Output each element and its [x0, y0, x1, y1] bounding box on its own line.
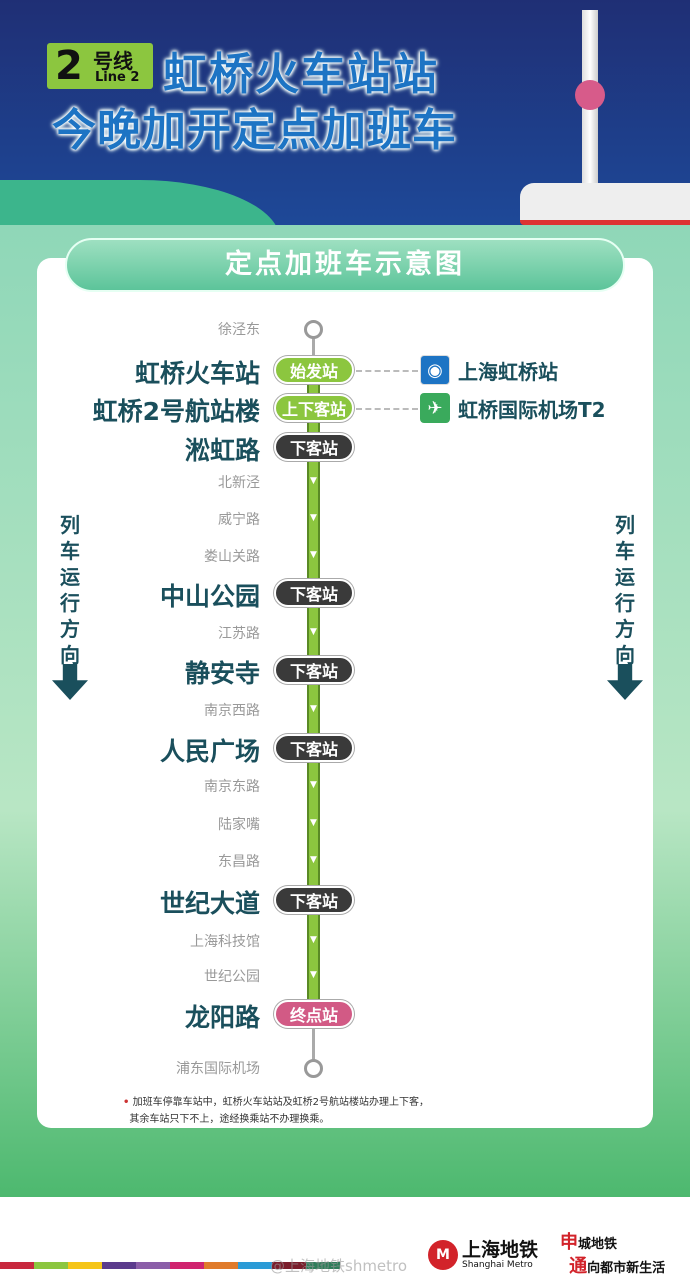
station-name: 陆家嘴 [218, 817, 260, 833]
station-tag: 终点站 [274, 1000, 354, 1028]
diagram-title-banner: 定点加班车示意图 [65, 238, 625, 292]
note-line: 加班车停靠车站中，虹桥火车站站及虹桥2号航站楼站办理上下客， [132, 1097, 429, 1108]
station-tag: 下客站 [274, 579, 354, 607]
station-name: 虹桥2号航站楼 [92, 397, 260, 426]
stripe-segment [0, 1262, 34, 1269]
station-tag: 下客站 [274, 433, 354, 461]
direction-chevron-icon: ▼ [310, 550, 317, 560]
stripe-segment [238, 1262, 272, 1269]
direction-chevron-icon: ▼ [310, 970, 317, 980]
slogan: 申城地铁 通向都市新生活 [560, 1232, 665, 1280]
transfer-hongqiao-railway: ◉ 上海虹桥站 [420, 355, 558, 385]
terminal-circle-icon [304, 320, 323, 339]
slogan-text: 城地铁 [578, 1237, 618, 1252]
airplane-icon: ✈ [420, 393, 450, 423]
stripe-segment [170, 1262, 204, 1269]
direction-label-left: 列车运行方向 [60, 513, 80, 667]
station-name: 龙阳路 [184, 1003, 260, 1032]
slogan-char: 申 [560, 1232, 578, 1253]
transfer-connector [356, 370, 418, 372]
station-name: 娄山关路 [204, 549, 260, 565]
watermark: @上海地铁shmetro [270, 1257, 408, 1275]
metro-train-icon [520, 183, 690, 225]
station-name: 威宁路 [218, 512, 260, 528]
slogan-text: 向都市新生活 [587, 1261, 666, 1276]
direction-chevron-icon: ▼ [310, 704, 317, 714]
station-name: 上海科技馆 [190, 934, 260, 950]
station-name: 人民广场 [159, 737, 260, 766]
line-segment-end [312, 1014, 315, 1066]
direction-label-right: 列车运行方向 [615, 513, 635, 667]
line-number: 2 [55, 43, 83, 89]
station-tag: 始发站 [274, 356, 354, 384]
station-tag: 下客站 [274, 656, 354, 684]
service-line [307, 370, 320, 1014]
station-name: 世纪大道 [159, 889, 260, 918]
railway-icon: ◉ [420, 355, 450, 385]
direction-chevron-icon: ▼ [310, 513, 317, 523]
transfer-hongqiao-airport: ✈ 虹桥国际机场T2 [420, 393, 606, 423]
stripe-segment [306, 1262, 340, 1269]
line-segment-start [312, 338, 315, 370]
direction-chevron-icon: ▼ [310, 818, 317, 828]
station-name: 徐泾东 [218, 322, 260, 338]
line-badge: 2 号线 Line 2 [47, 43, 153, 89]
service-note: • 加班车停靠车站中，虹桥火车站站及虹桥2号航站楼站办理上下客， 其余车站只下不… [123, 1097, 429, 1125]
stripe-segment [34, 1262, 68, 1269]
station-tag: 上下客站 [274, 394, 354, 422]
station-name: 北新泾 [218, 475, 260, 491]
station-name: 江苏路 [218, 626, 260, 642]
stripe-segment [204, 1262, 238, 1269]
stripe-segment [272, 1262, 306, 1269]
logo-cn: 上海地铁 [462, 1238, 539, 1261]
station-name: 淞虹路 [184, 436, 260, 465]
direction-chevron-icon: ▼ [310, 780, 317, 790]
station-name: 浦东国际机场 [176, 1061, 260, 1077]
diagram-title: 定点加班车示意图 [225, 249, 465, 280]
direction-chevron-icon: ▼ [310, 935, 317, 945]
title-line-1: 虹桥火车站站 [163, 49, 439, 100]
line-cn: 号线 [93, 49, 133, 73]
station-tag: 下客站 [274, 734, 354, 762]
slogan-char: 通 [569, 1256, 588, 1277]
station-name: 南京西路 [204, 703, 260, 719]
direction-chevron-icon: ▼ [310, 627, 317, 637]
station-name: 中山公园 [159, 582, 260, 611]
stripe-segment [102, 1262, 136, 1269]
logo-en: Shanghai Metro [462, 1259, 533, 1270]
station-tag: 下客站 [274, 886, 354, 914]
direction-chevron-icon: ▼ [310, 476, 317, 486]
station-name: 东昌路 [218, 854, 260, 870]
transfer-label: 上海虹桥站 [458, 359, 558, 384]
station-name: 虹桥火车站 [134, 359, 260, 388]
station-name: 南京东路 [204, 779, 260, 795]
direction-chevron-icon: ▼ [310, 855, 317, 865]
station-name: 世纪公园 [204, 969, 260, 985]
stripe-segment [136, 1262, 170, 1269]
color-stripe [0, 1262, 340, 1269]
note-line: 其余车站只下不上，途经换乘站不办理换乘。 [129, 1114, 330, 1125]
metro-logo-icon: M [428, 1240, 458, 1270]
line-en: Line 2 [95, 70, 140, 85]
terminal-circle-icon [304, 1059, 323, 1078]
station-name: 静安寺 [184, 659, 260, 688]
transfer-connector [356, 408, 418, 410]
transfer-label: 虹桥国际机场T2 [458, 397, 606, 422]
stripe-segment [68, 1262, 102, 1269]
title-line-2: 今晚加开定点加班车 [52, 105, 457, 156]
tower-sphere-decoration [575, 80, 605, 110]
